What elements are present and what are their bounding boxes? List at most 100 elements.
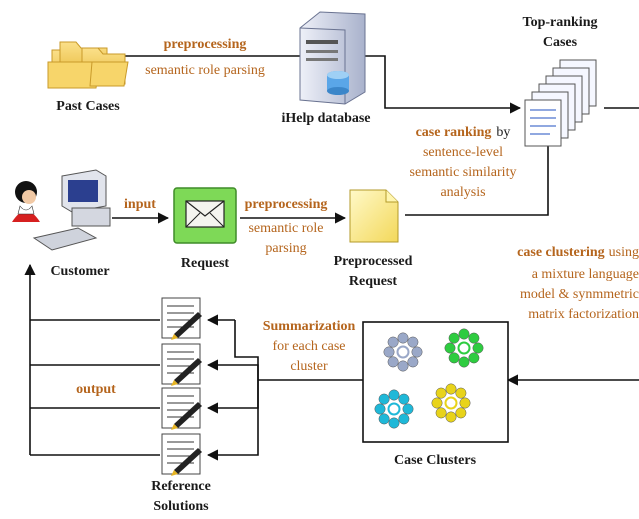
- cluster-node: [444, 342, 456, 354]
- cluster-node: [458, 356, 470, 368]
- reference-docs-group: [161, 297, 202, 476]
- cluster-node: [448, 352, 460, 364]
- cluster-node: [387, 356, 399, 368]
- cluster-center-node: [457, 341, 471, 355]
- case-clustering-line3: model & synmmetric: [520, 287, 639, 302]
- input-label: input: [124, 197, 156, 212]
- customer-label: Customer: [50, 264, 109, 279]
- arrow-preprocessed-to-ranking: [405, 120, 554, 216]
- arrow-to-ref3: [206, 380, 259, 414]
- cluster-node: [468, 332, 480, 344]
- cluster-node: [445, 411, 457, 423]
- cluster-node: [407, 336, 419, 348]
- cluster-node: [455, 387, 467, 399]
- cluster-node: [472, 342, 484, 354]
- arrow-to-ref2: [206, 359, 259, 380]
- document-pen-icon: [161, 297, 202, 340]
- case-clustering-bold: case clustering: [517, 245, 604, 260]
- cluster-green: [444, 328, 484, 368]
- document-pen-icon: [161, 343, 202, 386]
- cluster-cyan: [374, 389, 414, 429]
- pen-icon: [174, 402, 202, 428]
- cluster-center-node: [387, 402, 401, 416]
- cluster-node: [458, 328, 470, 340]
- semantic-role-parsing-top-label: semantic role parsing: [145, 63, 265, 78]
- preprocessed-label-line1: Preprocessed: [334, 254, 413, 269]
- pen-nib: [171, 424, 178, 430]
- cluster-center-node: [444, 396, 458, 410]
- cluster-node: [448, 332, 460, 344]
- pen-icon: [174, 312, 202, 338]
- cluster-node: [407, 356, 419, 368]
- case-ranking-line3: semantic similarity: [410, 165, 517, 180]
- pen-icon: [174, 448, 202, 474]
- cluster-node: [383, 346, 395, 358]
- reference-label-line1: Reference: [151, 479, 211, 494]
- cluster-node: [387, 336, 399, 348]
- cluster-node: [378, 393, 390, 405]
- computer-icon: [32, 169, 111, 251]
- connectors: [24, 55, 639, 461]
- case-ranking-line2: sentence-level: [423, 145, 503, 160]
- cluster-node: [388, 417, 400, 429]
- folders-icon: [47, 41, 129, 89]
- cluster-gray: [383, 332, 423, 372]
- case-ranking-bold: case ranking: [416, 125, 492, 140]
- top-ranking-label-line1: Top-ranking: [523, 15, 598, 30]
- person-icon: [12, 181, 40, 222]
- cluster-node: [397, 360, 409, 372]
- cluster-node: [445, 383, 457, 395]
- case-ranking-by: by: [496, 125, 510, 140]
- cluster-node: [374, 403, 386, 415]
- case-clustering-heading: case clustering using: [517, 245, 639, 260]
- case-clustering-line2: a mixture language: [532, 267, 639, 282]
- cluster-node: [435, 407, 447, 419]
- case-clustering-using: using: [609, 245, 639, 260]
- cluster-node: [378, 413, 390, 425]
- output-label: output: [76, 382, 116, 397]
- case-ranking-line4: analysis: [440, 185, 485, 200]
- envelope-icon: [173, 187, 237, 244]
- document-stack-icon: [524, 59, 597, 147]
- past-cases-label: Past Cases: [56, 99, 120, 114]
- pen-icon: [174, 358, 202, 384]
- arrow-to-ref4: [206, 380, 259, 461]
- case-clustering-line4: matrix factorization: [528, 307, 639, 322]
- pen-nib: [171, 334, 178, 340]
- pen-nib: [171, 470, 178, 476]
- document-pen-icon: [161, 387, 202, 430]
- cluster-node: [402, 403, 414, 415]
- cluster-node: [398, 413, 410, 425]
- cluster-node: [431, 397, 443, 409]
- document-pen-icon: [161, 433, 202, 476]
- summarization-line3: cluster: [290, 359, 328, 374]
- clusters-group: [374, 328, 484, 429]
- arrow-past-to-topranking: [122, 55, 522, 114]
- cluster-node: [411, 346, 423, 358]
- case-ranking-heading: case ranking by: [416, 125, 511, 140]
- case-clusters-label: Case Clusters: [394, 453, 477, 468]
- semantic-role-mid-line2: parsing: [265, 241, 306, 256]
- server-database-icon: [299, 11, 366, 105]
- cluster-yellow: [431, 383, 471, 423]
- cluster-node: [388, 389, 400, 401]
- cluster-node: [398, 393, 410, 405]
- cluster-node: [435, 387, 447, 399]
- document-icon: [349, 189, 399, 243]
- cluster-node: [459, 397, 471, 409]
- preprocessing-top-label: preprocessing: [164, 37, 247, 52]
- pen-nib: [171, 380, 178, 386]
- cluster-node: [468, 352, 480, 364]
- line-cluster-branch: [234, 320, 259, 380]
- cluster-center-node: [396, 345, 410, 359]
- semantic-role-mid-line1: semantic role: [248, 221, 323, 236]
- ihelp-database-label: iHelp database: [281, 111, 370, 126]
- preprocessing-mid-label: preprocessing: [245, 197, 328, 212]
- preprocessed-label-line2: Request: [349, 274, 398, 289]
- reference-label-line2: Solutions: [153, 499, 209, 514]
- summarization-label: Summarization: [263, 319, 356, 334]
- request-label: Request: [181, 256, 230, 271]
- cluster-node: [455, 407, 467, 419]
